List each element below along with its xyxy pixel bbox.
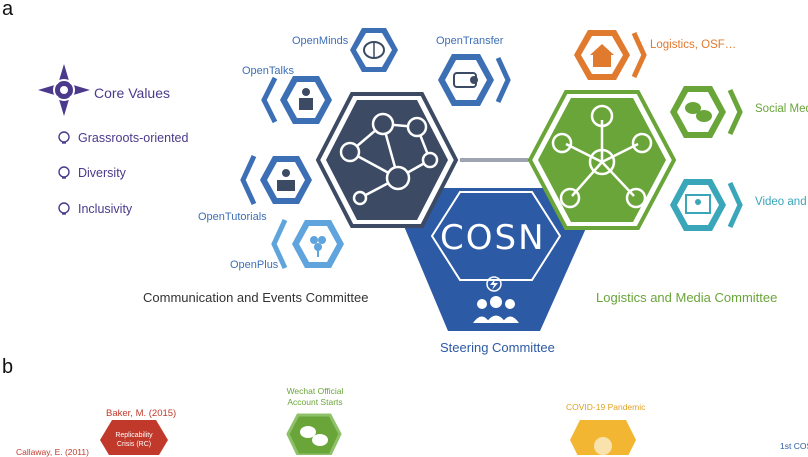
- network-icon: [339, 112, 439, 206]
- panel-label-a: a: [2, 0, 14, 20]
- service-label-social-media: Social Media: [755, 103, 808, 115]
- opentransfer-hexagon: [438, 54, 511, 106]
- wechat-icon: [685, 102, 712, 122]
- virus-icon: [570, 420, 636, 455]
- service-label-opentutorials: OpenTutorials: [198, 211, 267, 223]
- core-value-item: Inclusivity: [78, 202, 133, 216]
- lightning-icon: [486, 276, 502, 292]
- brain-icon: [363, 41, 385, 59]
- service-label-opentransfer: OpenTransfer: [436, 35, 504, 47]
- laptop-person-icon: [277, 169, 295, 191]
- service-label-opentalks: OpenTalks: [242, 65, 294, 77]
- service-label-logistics: Logistics, OSF…: [650, 39, 737, 51]
- committee-label-logistics: Logistics and Media Committee: [596, 290, 778, 305]
- core-values-title: Core Values: [94, 85, 171, 101]
- timeline-event-wechat: Wechat Official Account Starts: [286, 386, 344, 407]
- team-icon: [473, 296, 519, 323]
- core-value-item: Diversity: [78, 166, 126, 180]
- timeline-event-baker: Baker, M. (2015): [106, 408, 177, 419]
- timeline-event-covid: COVID-19 Pandemic: [566, 402, 646, 412]
- teacher-icon: [299, 88, 313, 110]
- openplus-hexagon: [271, 218, 344, 270]
- panel-label-b: b: [2, 356, 14, 378]
- timeline-event-1st-cos: 1st COS: [780, 441, 808, 451]
- rc-badge-text: Replicability Crisis (RC): [115, 432, 153, 448]
- service-label-openminds: OpenMinds: [292, 35, 349, 47]
- committee-label-communication: Communication and Events Committee: [143, 290, 369, 305]
- cosn-logo: COSN: [440, 218, 546, 258]
- lightbulb-icon: [58, 131, 70, 215]
- opentalks-hexagon: [261, 76, 332, 124]
- clover-icon: [310, 236, 326, 257]
- service-label-video: Video and R: [755, 196, 808, 208]
- compass-star-icon: [38, 64, 90, 116]
- timeline-event-callaway: Callaway, E. (2011): [16, 447, 89, 457]
- wechat-timeline-hexagon: [286, 413, 342, 455]
- committee-label-steering: Steering Committee: [440, 340, 555, 355]
- core-value-item: Grassroots-oriented: [78, 131, 189, 145]
- video-call-icon: [685, 194, 711, 214]
- service-label-openplus: OpenPlus: [230, 259, 279, 271]
- cosn-hexagon: [430, 191, 562, 281]
- media-hub-icon: [551, 104, 653, 209]
- video-hexagon: [670, 179, 743, 231]
- certificate-icon: [453, 72, 478, 88]
- house-wifi-icon: [590, 44, 614, 67]
- rc-badge-hexagon: [100, 420, 168, 455]
